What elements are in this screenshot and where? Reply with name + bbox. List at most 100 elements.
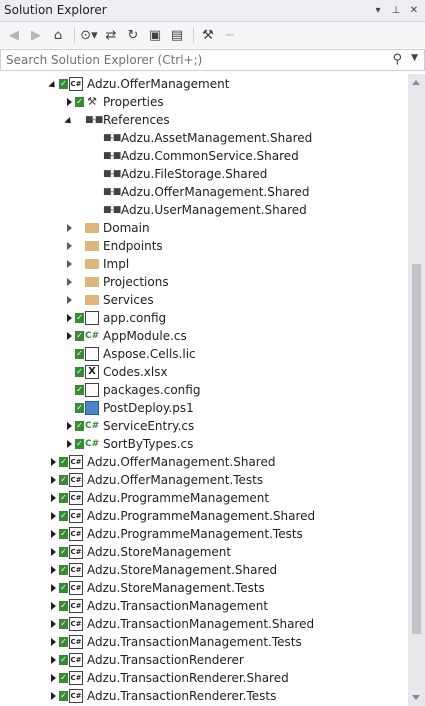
tree-item[interactable]: ✓C#Adzu.TransactionManagement.Shared xyxy=(0,615,408,633)
source-control-check-icon: ✓ xyxy=(59,529,68,539)
tree-item[interactable]: Projections xyxy=(0,273,408,291)
tree-item[interactable]: ✓C#Adzu.TransactionRenderer.Shared xyxy=(0,669,408,687)
tree-item[interactable]: ✓C#Adzu.TransactionRenderer xyxy=(0,651,408,669)
tree-item-label: Adzu.OfferManagement.Tests xyxy=(87,473,264,487)
home-icon[interactable]: ⌂ xyxy=(53,27,63,43)
tree-item[interactable]: ■-■Adzu.UserManagement.Shared xyxy=(0,201,408,219)
vertical-scrollbar[interactable] xyxy=(408,74,425,706)
scroll-up-icon[interactable] xyxy=(412,80,420,85)
tree-item[interactable]: ■-■Adzu.OfferManagement.Shared xyxy=(0,183,408,201)
tree-item[interactable]: Endpoints xyxy=(0,237,408,255)
collapse-all-icon[interactable]: ▣ xyxy=(148,27,162,43)
expand-arrow-icon[interactable] xyxy=(64,417,74,435)
tree-item[interactable]: Services xyxy=(0,291,408,309)
back-icon[interactable]: ◀ xyxy=(9,27,19,43)
tree-item-label: Adzu.TransactionManagement.Shared xyxy=(87,617,315,631)
expand-arrow-icon[interactable] xyxy=(64,309,74,327)
solution-tree[interactable]: ✓C#Adzu.OfferManagement✓⚒Properties■-■Re… xyxy=(0,74,408,706)
expand-arrow-icon[interactable] xyxy=(48,453,58,471)
tree-item-label: SortByTypes.cs xyxy=(103,437,194,451)
folder-icon xyxy=(85,223,99,233)
search-options-icon[interactable]: ▼ xyxy=(411,53,418,63)
source-control-check-icon: ✓ xyxy=(75,331,84,341)
refresh-icon[interactable]: ↻ xyxy=(127,27,139,43)
close-icon[interactable]: ✕ xyxy=(409,5,419,16)
tree-item[interactable]: ✓C#Adzu.TransactionManagement.Tests xyxy=(0,633,408,651)
tree-item-label: Adzu.UserManagement.Shared xyxy=(121,203,307,217)
toolbar: ◀ ▶ ⌂ ⊙▾ ⇄ ↻ ▣ ▤ ⚒− xyxy=(0,22,425,48)
pin-icon[interactable]: ⊥ xyxy=(391,5,401,16)
search-icon[interactable]: ⚲ xyxy=(392,52,402,67)
expand-arrow-icon[interactable] xyxy=(64,219,74,237)
tree-item[interactable]: ✓C#Adzu.OfferManagement.Shared xyxy=(0,453,408,471)
properties-icon[interactable]: ⚒ xyxy=(202,27,214,43)
expand-arrow-icon[interactable] xyxy=(48,579,58,597)
source-control-check-icon: ✓ xyxy=(75,97,84,107)
pending-changes-filter-icon[interactable]: ⊙▾ xyxy=(80,27,98,43)
collapse-arrow-icon[interactable] xyxy=(64,111,74,129)
expand-arrow-icon[interactable] xyxy=(48,543,58,561)
expand-arrow-icon[interactable] xyxy=(64,327,74,345)
tree-item[interactable]: ✓C#Adzu.StoreManagement xyxy=(0,543,408,561)
expand-arrow-icon[interactable] xyxy=(48,489,58,507)
tree-item[interactable]: ✓⚒Properties xyxy=(0,93,408,111)
tree-item[interactable]: ✓app.config xyxy=(0,309,408,327)
show-all-files-icon[interactable]: ▤ xyxy=(170,27,184,43)
tree-item-label: Adzu.TransactionRenderer.Shared xyxy=(87,671,289,685)
tree-item[interactable]: ✓C#Adzu.OfferManagement.Tests xyxy=(0,471,408,489)
tree-item[interactable]: ✓C#Adzu.OfferManagement xyxy=(0,75,408,93)
expand-arrow-icon[interactable] xyxy=(48,651,58,669)
preview-icon[interactable]: − xyxy=(224,27,236,43)
tree-item-label: Properties xyxy=(103,95,164,109)
scroll-thumb[interactable] xyxy=(412,264,421,634)
expand-arrow-icon[interactable] xyxy=(64,93,74,111)
sync-icon[interactable]: ⇄ xyxy=(105,27,117,43)
expand-arrow-icon[interactable] xyxy=(48,615,58,633)
expand-arrow-icon[interactable] xyxy=(64,237,74,255)
tree-item[interactable]: ✓PostDeploy.ps1 xyxy=(0,399,408,417)
tree-item[interactable]: ■-■Adzu.FileStorage.Shared xyxy=(0,165,408,183)
expand-arrow-icon[interactable] xyxy=(64,291,74,309)
expand-arrow-icon[interactable] xyxy=(64,255,74,273)
tree-item[interactable]: ✓C#Adzu.ProgrammeManagement.Shared xyxy=(0,507,408,525)
tree-item[interactable]: ✓C#Adzu.StoreManagement.Shared xyxy=(0,561,408,579)
tree-item[interactable]: ✓C#AppModule.cs xyxy=(0,327,408,345)
tree-item[interactable]: ✓C#ServiceEntry.cs xyxy=(0,417,408,435)
expand-arrow-icon[interactable] xyxy=(64,273,74,291)
forward-icon[interactable]: ▶ xyxy=(31,27,41,43)
tree-item[interactable]: ✓C#SortByTypes.cs xyxy=(0,435,408,453)
expand-arrow-icon[interactable] xyxy=(48,597,58,615)
source-control-check-icon: ✓ xyxy=(59,79,68,89)
tree-item[interactable]: ✓packages.config xyxy=(0,381,408,399)
tree-item-label: Adzu.OfferManagement.Shared xyxy=(121,185,310,199)
source-control-check-icon: ✓ xyxy=(59,565,68,575)
expand-arrow-icon[interactable] xyxy=(48,471,58,489)
expand-arrow-icon[interactable] xyxy=(48,525,58,543)
expand-arrow-icon[interactable] xyxy=(48,561,58,579)
scroll-down-icon[interactable] xyxy=(412,695,420,700)
tree-item[interactable]: ✓C#Adzu.ProgrammeManagement.Tests xyxy=(0,525,408,543)
tree-item[interactable]: ■-■Adzu.AssetManagement.Shared xyxy=(0,129,408,147)
expand-arrow-icon[interactable] xyxy=(48,669,58,687)
expand-arrow-icon[interactable] xyxy=(48,507,58,525)
tree-item[interactable]: ■-■Adzu.CommonService.Shared xyxy=(0,147,408,165)
tree-item[interactable]: ✓C#Adzu.ProgrammeManagement xyxy=(0,489,408,507)
tree-item[interactable]: Domain xyxy=(0,219,408,237)
dropdown-icon[interactable]: ▾ xyxy=(375,5,381,16)
tree-item[interactable]: ✓C#Adzu.TransactionManagement xyxy=(0,597,408,615)
tree-item[interactable]: ✓C#Adzu.StoreManagement.Tests xyxy=(0,579,408,597)
csharp-project-icon: C# xyxy=(69,635,83,649)
expand-arrow-icon[interactable] xyxy=(64,435,74,453)
tree-item-label: Adzu.StoreManagement.Tests xyxy=(87,581,265,595)
expand-arrow-icon[interactable] xyxy=(48,633,58,651)
tree-item[interactable]: Impl xyxy=(0,255,408,273)
tree-item-label: ServiceEntry.cs xyxy=(103,419,195,433)
tree-item[interactable]: ■-■References xyxy=(0,111,408,129)
tree-item[interactable]: ✓C#Adzu.TransactionRenderer.Tests xyxy=(0,687,408,705)
search-input[interactable]: Search Solution Explorer (Ctrl+;) ⚲ ▼ xyxy=(0,49,425,71)
tree-item[interactable]: ✓Aspose.Cells.lic xyxy=(0,345,408,363)
source-control-check-icon: ✓ xyxy=(59,637,68,647)
collapse-arrow-icon[interactable] xyxy=(48,75,58,93)
expand-arrow-icon[interactable] xyxy=(48,687,58,705)
